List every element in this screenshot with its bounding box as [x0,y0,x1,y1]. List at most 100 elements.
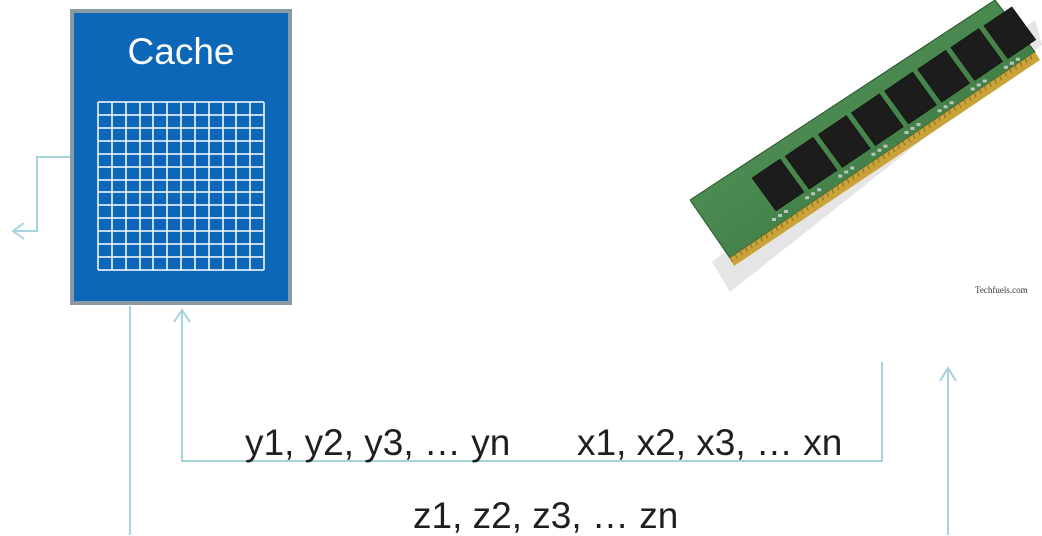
ram-contact [963,98,967,105]
ram-contact [790,215,794,221]
ram-contact [780,222,784,228]
ram-component [838,174,843,178]
ram-contact [1019,61,1023,67]
ram-contact [876,157,880,163]
ram-contact [810,201,814,208]
ram-contact [953,105,957,112]
image-source-label: Techfuels.com [975,285,1028,295]
z-stream-label: z1, z2, z3, … zn [413,495,679,536]
ram-chip [917,49,970,103]
ram-component [976,83,981,87]
ram-component [1015,57,1020,61]
ram-contact [856,170,860,177]
ram-component [871,152,876,156]
ram-contact [937,116,941,122]
ram-component [904,131,909,134]
ram-contact [882,153,885,160]
ram-component [784,210,788,213]
ram-component [844,170,849,174]
ram-contact [932,119,936,125]
ram-contact [744,246,748,252]
ram-contact [1004,71,1007,77]
ram-contact [1014,64,1018,70]
ram-contact [1024,57,1028,64]
ram-contact [973,92,977,98]
ram-contact [760,236,763,242]
ram-contact [861,167,865,173]
cache-title: Cache [127,31,235,72]
ram-contact [805,205,809,211]
ram-component [943,105,948,109]
ram-component [1003,65,1008,69]
ram-contact [917,129,921,136]
ram-contact [907,136,911,143]
ram-chip [884,71,937,125]
ram-component [916,123,921,126]
cache-output-arrowhead [11,222,25,240]
ram-component [1009,61,1014,65]
ram-contact [892,146,896,153]
ram-component [937,109,942,113]
ram-component [817,188,822,192]
ram-contact [841,181,845,187]
ram-contact [993,78,997,84]
ram-chip [817,115,871,168]
ram-component [877,148,882,152]
ram-chip [784,136,838,190]
ram-component [949,101,954,105]
ram-contact [734,253,738,259]
ram-chip [751,158,805,212]
ram-contact [821,195,824,201]
ram-component [772,218,776,221]
ram-contact [770,229,774,235]
ram-chip [851,93,904,147]
ram-contact [998,74,1002,81]
ram-contact [785,219,789,225]
ram-contact [927,122,931,129]
ram-contact [958,102,962,108]
ram-contact [836,184,840,191]
ram-component [850,166,855,170]
ram-contact [775,225,779,232]
ram-chip [983,6,1037,60]
ram-contact [765,232,769,239]
xy-stream-arrowhead [173,308,191,323]
ram-contact [943,112,946,118]
ram-contact [1029,54,1033,60]
ram-contact [866,164,870,170]
ram-contact [902,140,906,146]
ram-contact [887,150,891,156]
ram-component [970,87,975,91]
cache-grid [97,101,265,271]
ram-contact [988,81,992,88]
ram-component [811,192,816,196]
ram-contact [1009,67,1013,74]
ram-contact [968,95,972,101]
z-stream-arrowhead [939,366,957,382]
x-stream-label: x1, x2, x3, … xn [577,422,843,463]
ram-contact [846,177,850,184]
cache-output-arrow [14,156,70,232]
ram-contact [912,133,916,139]
ram-contact [795,212,799,218]
ram-contact [831,188,835,194]
ram-component [805,196,810,200]
ram-contact [729,256,733,263]
cache-block: Cache [70,9,292,305]
ram-contact [922,126,926,132]
ram-contact [851,174,855,180]
ram-contact [871,160,875,167]
ram-component [910,127,915,130]
y-stream-label: y1, y2, y3, … yn [245,422,511,463]
ram-contact [826,191,830,197]
ram-contact [815,198,819,204]
ram-contact [948,109,952,115]
ram-contact [897,143,901,149]
ram-chip [950,28,1004,81]
ram-contact [749,243,753,249]
ram-component [778,214,782,217]
ram-contact [754,239,758,246]
ram-module-image [690,0,1042,292]
ram-contact [983,85,987,91]
